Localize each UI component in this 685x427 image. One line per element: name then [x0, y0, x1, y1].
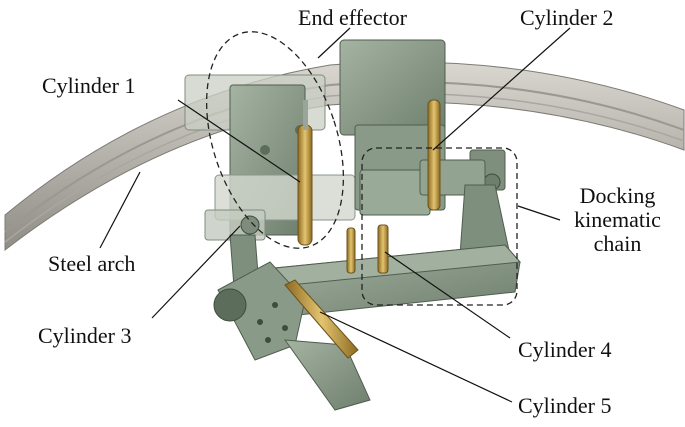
- cylinder-5-label: Cylinder 5: [518, 393, 612, 418]
- leader-steel-arch: [99, 171, 141, 249]
- leader-cylinder-3: [151, 225, 241, 319]
- end-effector-shape: [184, 74, 356, 241]
- end-effector-outline: [205, 31, 345, 249]
- cylinder-2-label: Cylinder 2: [520, 5, 614, 30]
- docking-label-line-1: Docking: [579, 183, 656, 208]
- leader-end-effector: [317, 27, 351, 59]
- cylinder-4-label: Cylinder 4: [518, 337, 612, 362]
- cylinder-3-label: Cylinder 3: [38, 323, 132, 348]
- docking-kinematic-chain-label: Docking kinematic chain: [560, 184, 675, 256]
- docking-label-line-3: chain: [593, 231, 642, 256]
- leader-cylinder-5: [319, 311, 513, 403]
- leader-docking: [517, 205, 561, 221]
- cylinder-5-shape: [284, 279, 359, 359]
- cylinder-4-shape: [346, 224, 389, 274]
- end-effector-label: End effector: [298, 5, 407, 30]
- leader-cylinder-4: [384, 251, 511, 339]
- cylinder-2-shape: [427, 99, 441, 211]
- cylinder-1-shape: [297, 100, 313, 246]
- docking-chain-outline: [361, 147, 518, 306]
- leader-cylinder-1: [177, 99, 301, 183]
- leader-lines: [99, 27, 571, 403]
- docking-label-line-2: kinematic: [574, 207, 661, 232]
- leader-cylinder-2: [432, 27, 571, 151]
- steel-arch-label: Steel arch: [48, 251, 136, 276]
- cylinder-1-label: Cylinder 1: [42, 73, 136, 98]
